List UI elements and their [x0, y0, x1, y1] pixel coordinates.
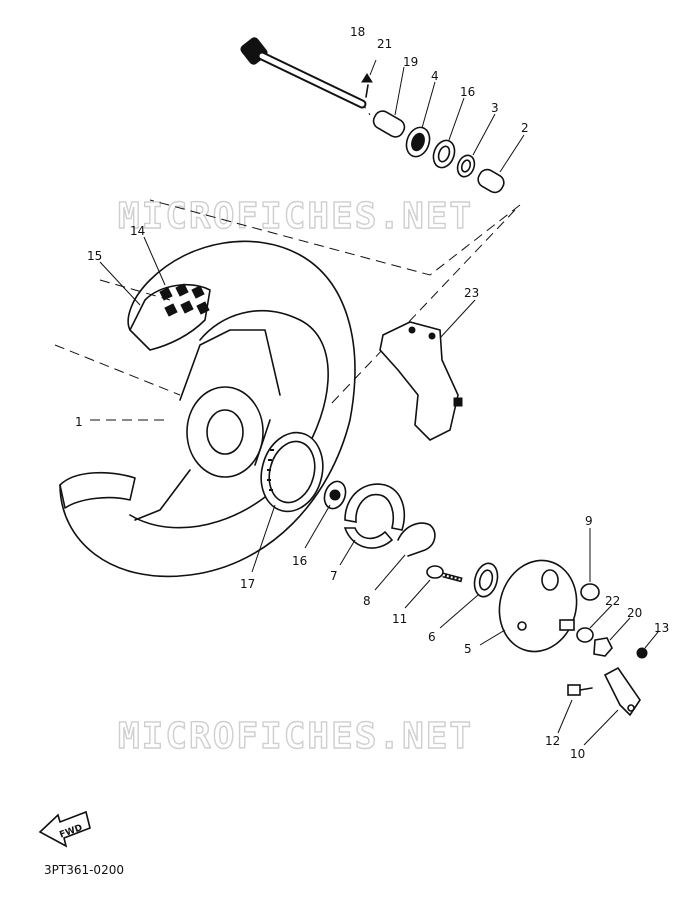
fwd-arrow: FWD: [38, 810, 91, 848]
drawing-code: 3PT361-0200: [44, 863, 124, 877]
axle-part: [240, 37, 367, 109]
leader-lines: [99, 59, 659, 746]
alignment-lines: [54, 99, 521, 421]
part-label-20: 20: [627, 606, 642, 620]
spring-clip-part: [397, 522, 436, 557]
part-label-15: 15: [87, 249, 102, 263]
cam-lever-part: [603, 666, 641, 717]
part-label-1: 1: [75, 415, 83, 429]
brake-shoe-part: [343, 483, 406, 549]
bolt-part: [567, 684, 593, 696]
ring-part: [456, 154, 476, 178]
lock-nut-part: [593, 637, 613, 657]
part-label-12: 12: [545, 734, 560, 748]
part-label-18: 18: [350, 25, 365, 39]
part-label-19: 19: [403, 55, 418, 69]
part-label-9: 9: [585, 514, 593, 528]
part-label-6: 6: [428, 630, 436, 644]
part-label-14: 14: [130, 224, 145, 238]
watermark-top: MICROFICHES.NET: [118, 196, 473, 237]
nut-part: [580, 583, 600, 601]
oil-seal-part-upper: [432, 139, 456, 169]
part-label-2: 2: [521, 121, 529, 135]
part-labels: 18 21 19 4 16 3 2 23 14 15 1 16 17 7 8 1…: [75, 25, 669, 761]
part-label-21: 21: [377, 37, 392, 51]
part-label-22: 22: [605, 594, 620, 608]
part-label-10: 10: [570, 747, 585, 761]
part-label-11: 11: [392, 612, 407, 626]
bracket-part: [379, 321, 463, 441]
part-label-8: 8: [363, 594, 371, 608]
wheel-part: [59, 240, 356, 578]
bearing-part-lower: [323, 480, 347, 510]
small-nut-part: [636, 647, 648, 659]
part-label-17: 17: [240, 577, 255, 591]
part-label-7: 7: [330, 569, 338, 583]
part-label-4: 4: [431, 69, 439, 83]
collar-part: [477, 168, 505, 194]
part-label-5: 5: [464, 642, 472, 656]
washer-part: [576, 627, 594, 643]
spacer-part: [372, 110, 406, 138]
part-label-13: 13: [654, 621, 669, 635]
brake-panel-part: [498, 559, 578, 653]
watermark-bottom: MICROFICHES.NET: [118, 716, 473, 757]
part-label-3: 3: [491, 101, 499, 115]
cam-part: [426, 565, 463, 583]
part-label-16-upper: 16: [460, 85, 475, 99]
part-label-16-lower: 16: [292, 554, 307, 568]
seal-part: [473, 562, 499, 598]
bearing-part-upper: [405, 126, 431, 158]
pin-part: [361, 73, 373, 98]
part-label-23: 23: [464, 286, 479, 300]
